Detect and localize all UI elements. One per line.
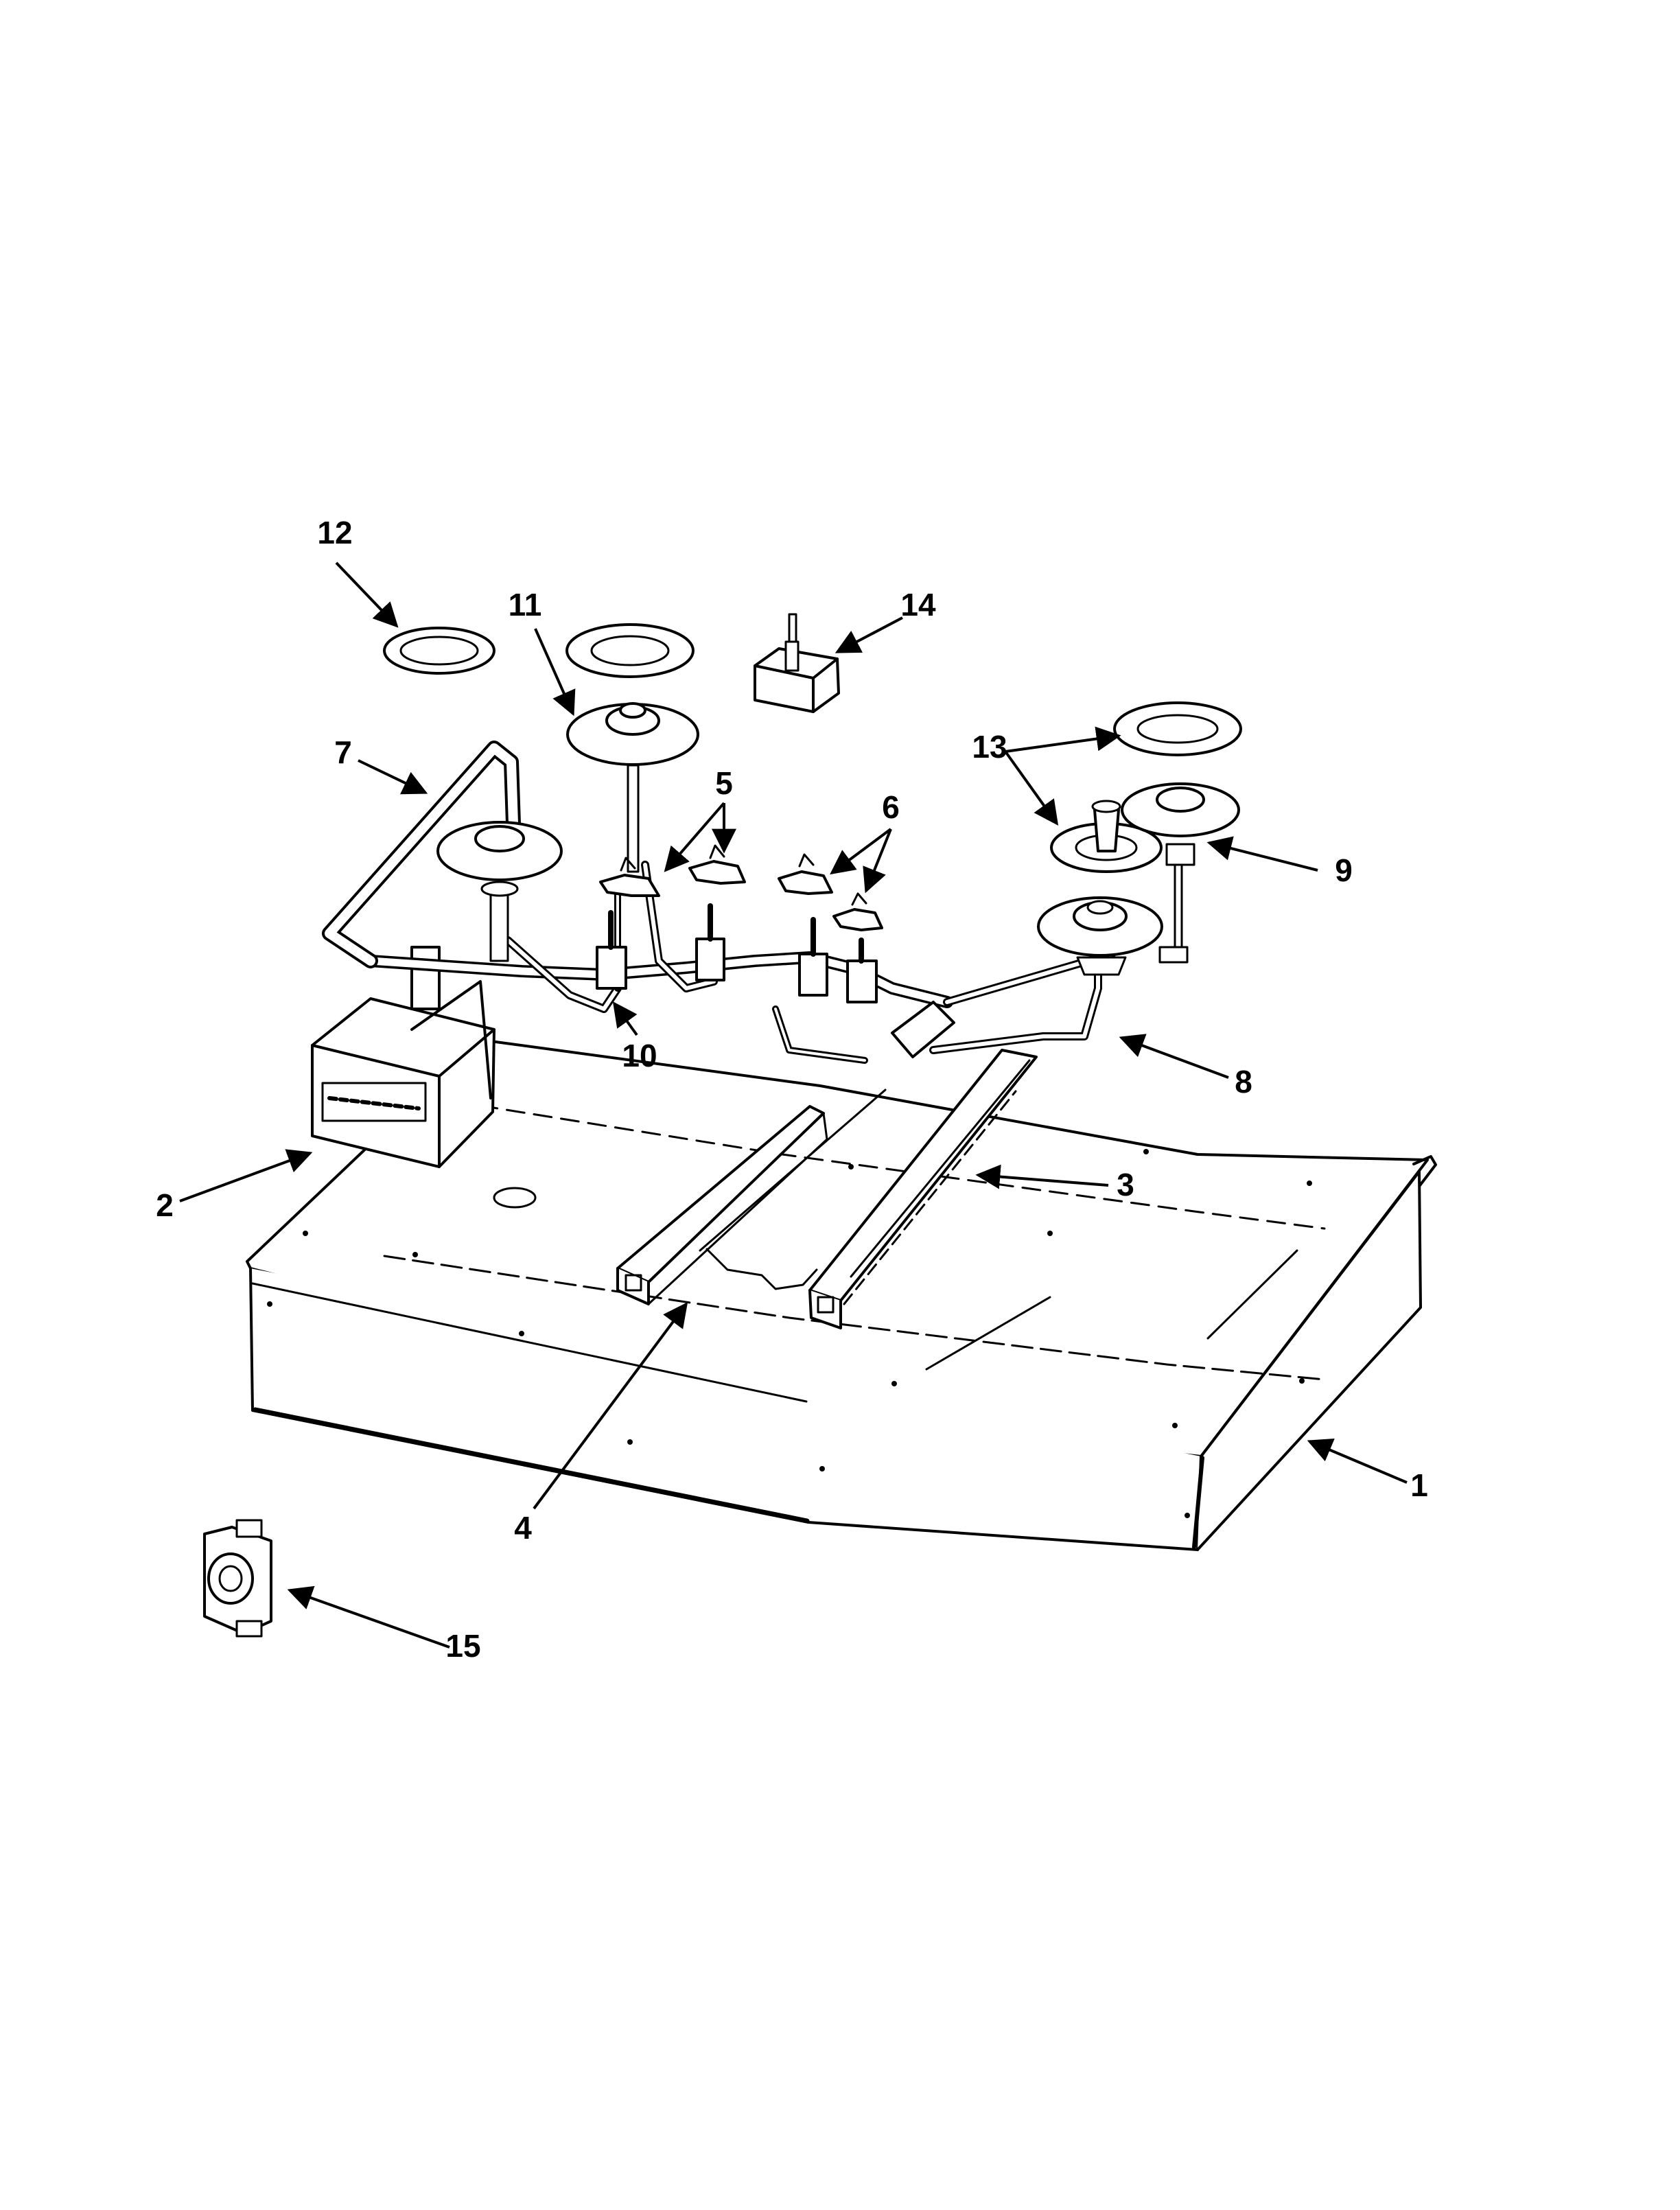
igniter-6b bbox=[832, 892, 883, 931]
spark-module bbox=[311, 946, 495, 1168]
callout-4: 4 bbox=[514, 1510, 532, 1546]
callout-10: 10 bbox=[622, 1038, 657, 1073]
callout-9: 9 bbox=[1335, 852, 1353, 888]
igniter-5b bbox=[688, 844, 746, 885]
burner-center bbox=[566, 702, 699, 873]
callout-14: 14 bbox=[900, 587, 936, 623]
pressure-regulator-15 bbox=[203, 1519, 272, 1638]
callout-8: 8 bbox=[1235, 1064, 1252, 1100]
callout-11: 11 bbox=[509, 587, 542, 623]
callout-12: 12 bbox=[317, 515, 352, 550]
cooktop-pan bbox=[246, 1038, 1437, 1551]
burner-right-front bbox=[1037, 896, 1163, 976]
leader-lines bbox=[179, 561, 1408, 1649]
callout-5: 5 bbox=[715, 765, 733, 801]
burner-right-rear bbox=[1050, 782, 1240, 964]
burner-cap-12 bbox=[383, 627, 495, 675]
switch-14 bbox=[754, 613, 840, 713]
callout-1: 1 bbox=[1410, 1467, 1428, 1503]
callout-15: 15 bbox=[445, 1628, 480, 1664]
igniter-5a bbox=[599, 857, 660, 897]
burner-cap-13 bbox=[1113, 701, 1242, 756]
channel-bracket-left bbox=[616, 1105, 828, 1305]
igniter-6a bbox=[778, 853, 833, 895]
callout-labels: 1 2 3 4 5 6 7 8 9 10 11 12 13 14 15 bbox=[156, 515, 1428, 1664]
callout-6: 6 bbox=[882, 789, 900, 825]
burner-cap-center bbox=[565, 623, 695, 678]
channel-bracket-right bbox=[808, 1049, 1038, 1329]
callout-2: 2 bbox=[156, 1187, 174, 1223]
callout-3: 3 bbox=[1117, 1167, 1134, 1202]
callout-13: 13 bbox=[972, 729, 1007, 765]
callout-7: 7 bbox=[334, 734, 352, 770]
burner-left-rear bbox=[436, 821, 563, 962]
